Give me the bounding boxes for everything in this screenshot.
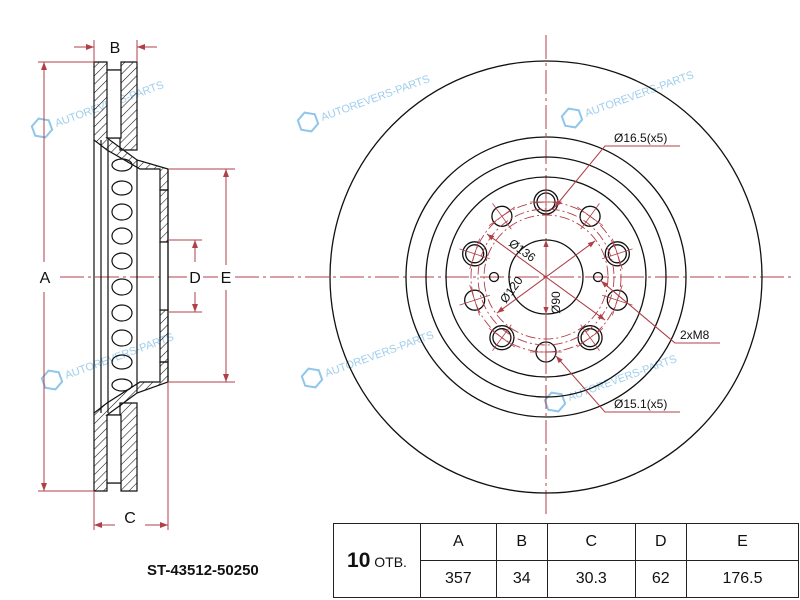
holes-count: 10 xyxy=(347,548,371,572)
disc-side-section xyxy=(93,61,169,492)
dim-label-d: D xyxy=(189,270,201,287)
wheel-bolt-hole xyxy=(465,244,485,264)
wheel-bolt-hole-small xyxy=(579,205,601,227)
callout-hole-large: Ø16.5(x5) xyxy=(614,131,667,145)
part-number: ST-43512-50250 xyxy=(147,562,259,579)
value-e: 176.5 xyxy=(685,560,800,598)
diameter-lines xyxy=(486,145,720,413)
wheel-bolt-hole-outer xyxy=(577,325,603,351)
callout-center-bore: Ø90 xyxy=(549,291,563,314)
pcd-circles xyxy=(470,201,622,353)
wheel-bolt-hole-outer xyxy=(604,241,630,267)
svg-text:AUTOREVERS-PARTS: AUTOREVERS-PARTS xyxy=(319,73,431,124)
wheel-bolt-hole-small xyxy=(464,289,486,311)
dim-label-c: C xyxy=(124,510,136,527)
header-c: C xyxy=(546,523,636,561)
callout-thread: 2xM8 xyxy=(680,328,710,342)
callout-pcd-120: Ø120 xyxy=(497,274,526,306)
m8-thread-hole xyxy=(592,271,604,283)
dim-label-b: B xyxy=(110,40,121,57)
dimension-table: 10 ОТВ. A B C D E 357 34 30.3 62 176.5 xyxy=(333,523,800,598)
hole-crosshair xyxy=(576,327,604,348)
disc-front-view xyxy=(329,60,763,494)
value-a: 357 xyxy=(420,560,497,598)
value-d: 62 xyxy=(634,560,687,598)
value-b: 34 xyxy=(495,560,548,598)
callout-pcd-136: Ø136 xyxy=(506,236,538,265)
hole-crosshair xyxy=(488,206,516,227)
wheel-bolt-hole-outer xyxy=(462,241,488,267)
wheel-bolt-hole-small xyxy=(491,205,513,227)
callout-hole-small: Ø15.1(x5) xyxy=(614,397,667,411)
wheel-bolt-hole xyxy=(607,244,627,264)
side-dimensions xyxy=(38,40,235,530)
header-a: A xyxy=(420,523,497,561)
header-d: D xyxy=(634,523,687,561)
wheel-bolt-hole xyxy=(492,328,512,348)
value-c: 30.3 xyxy=(546,560,636,598)
svg-text:AUTOREVERS-PARTS: AUTOREVERS-PARTS xyxy=(63,331,175,382)
svg-text:AUTOREVERS-PARTS: AUTOREVERS-PARTS xyxy=(583,69,695,120)
dim-label-a: A xyxy=(40,270,51,287)
m8-thread-hole xyxy=(488,271,500,283)
dim-label-e: E xyxy=(221,270,232,287)
holes-count-cell: 10 ОТВ. xyxy=(333,523,421,598)
header-b: B xyxy=(495,523,548,561)
holes-unit: ОТВ. xyxy=(374,553,407,570)
wheel-bolt-hole-outer xyxy=(489,325,515,351)
header-e: E xyxy=(685,523,800,561)
wheel-bolt-hole-small xyxy=(606,289,628,311)
